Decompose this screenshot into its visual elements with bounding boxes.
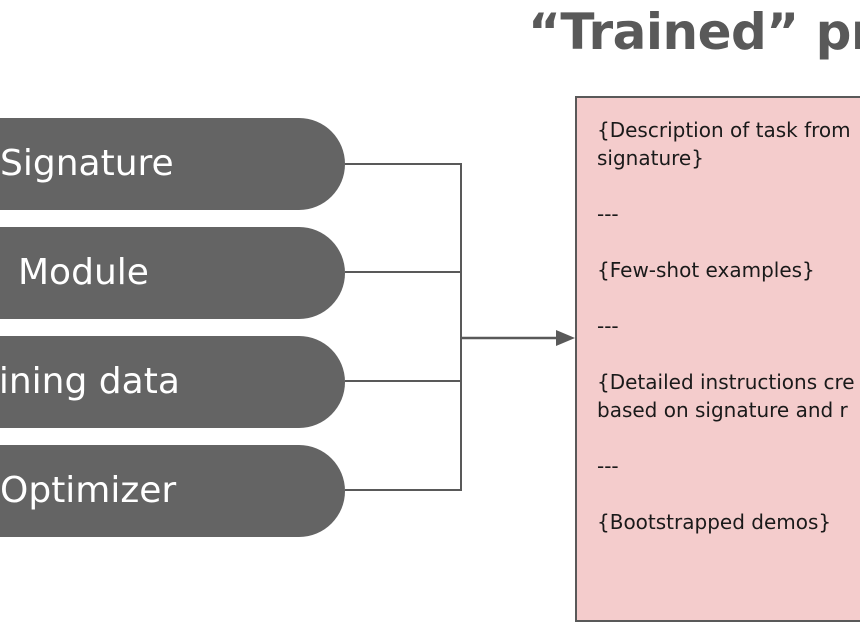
prompt-separator: --- bbox=[597, 202, 619, 226]
input-module: Module bbox=[0, 227, 345, 319]
input-signature: Signature bbox=[0, 118, 345, 210]
prompt-gap bbox=[597, 172, 860, 200]
prompt-gap bbox=[597, 424, 860, 452]
prompt-gap bbox=[597, 480, 860, 508]
prompt-line-instructions-cont: based on signature and r bbox=[597, 398, 848, 422]
prompt-line-description: {Description of task from bbox=[597, 118, 851, 142]
input-training-data: raining data bbox=[0, 336, 345, 428]
arrowhead-icon bbox=[556, 330, 575, 346]
prompt-line-description-cont: signature} bbox=[597, 146, 704, 170]
prompt-line-few-shot: {Few-shot examples} bbox=[597, 258, 815, 282]
input-module-label: Module bbox=[18, 252, 149, 293]
prompt-line-bootstrapped: {Bootstrapped demos} bbox=[597, 510, 832, 534]
prompt-line-instructions: {Detailed instructions cre bbox=[597, 370, 855, 394]
prompt-gap bbox=[597, 284, 860, 312]
input-signature-label: Signature bbox=[0, 143, 174, 184]
prompt-separator: --- bbox=[597, 454, 619, 478]
prompt-gap bbox=[597, 340, 860, 368]
diagram-title: “Trained” pr bbox=[528, 3, 860, 61]
prompt-content: {Description of task from signature} ---… bbox=[597, 116, 860, 536]
prompt-separator: --- bbox=[597, 314, 619, 338]
prompt-gap bbox=[597, 228, 860, 256]
input-optimizer: Optimizer bbox=[0, 445, 345, 537]
input-optimizer-label: Optimizer bbox=[0, 470, 177, 511]
input-training-data-label: raining data bbox=[0, 361, 180, 402]
trained-prompt-box: {Description of task from signature} ---… bbox=[575, 96, 860, 622]
